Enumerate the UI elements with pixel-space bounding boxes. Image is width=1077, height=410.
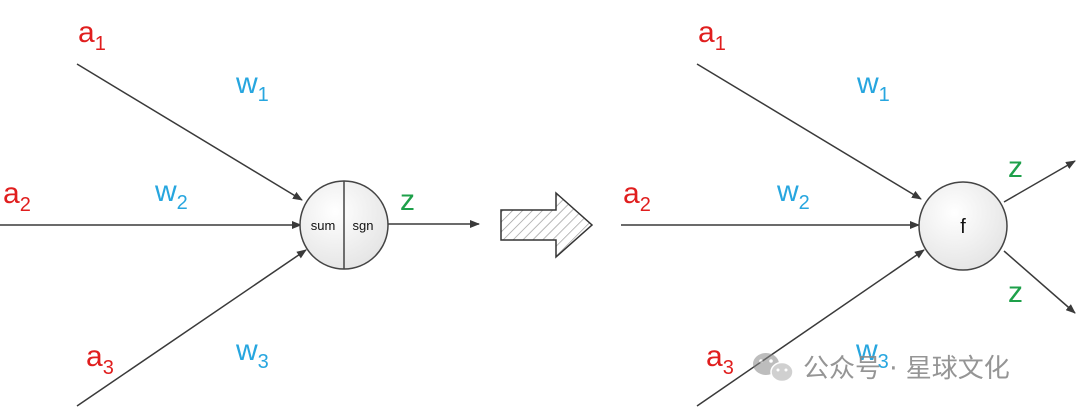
input-label-a1: a1 — [698, 16, 726, 55]
input-label-a2: a2 — [623, 177, 651, 216]
left-node-circle: sum sgn — [299, 180, 389, 270]
input-label-a3: a3 — [86, 340, 114, 379]
weight-label-w1: w1 — [235, 67, 269, 106]
function-f-label: f — [960, 216, 966, 238]
input-label-a2: a2 — [3, 177, 31, 216]
transform-arrow-icon — [500, 191, 594, 259]
output-label-z-lower: z — [1008, 276, 1023, 309]
right-neuron: f a1 a2 a3 w1 w2 w3 z z — [621, 16, 1076, 407]
watermark-text: 公众号 · 星球文化 — [803, 354, 1010, 384]
weight-label-w2: w2 — [154, 175, 188, 214]
weight-label-w1: w1 — [856, 67, 890, 106]
output-label-z: z — [400, 184, 415, 217]
output-label-z-upper: z — [1008, 151, 1023, 184]
edge-a3-to-right-node — [696, 249, 925, 407]
weight-label-w2: w2 — [776, 175, 810, 214]
input-label-a3: a3 — [706, 340, 734, 379]
left-neuron: sum sgn a1 a2 a3 w1 w2 w3 z — [0, 16, 480, 407]
sgn-label: sgn — [353, 218, 374, 233]
edge-right-node-to-z-lower — [1003, 250, 1076, 314]
edge-right-node-to-z-upper — [1003, 160, 1076, 203]
edge-a1-to-left-node — [76, 63, 303, 201]
sum-label: sum — [311, 218, 336, 233]
weight-label-w3: w3 — [855, 334, 889, 373]
edge-a1-to-right-node — [696, 63, 922, 200]
wechat-icon — [753, 353, 794, 383]
input-label-a1: a1 — [78, 16, 106, 55]
right-node-circle: f — [918, 181, 1008, 271]
edge-a3-to-left-node — [76, 249, 307, 407]
weight-label-w3: w3 — [235, 334, 269, 373]
watermark: 公众号 · 星球文化 — [753, 353, 1010, 384]
